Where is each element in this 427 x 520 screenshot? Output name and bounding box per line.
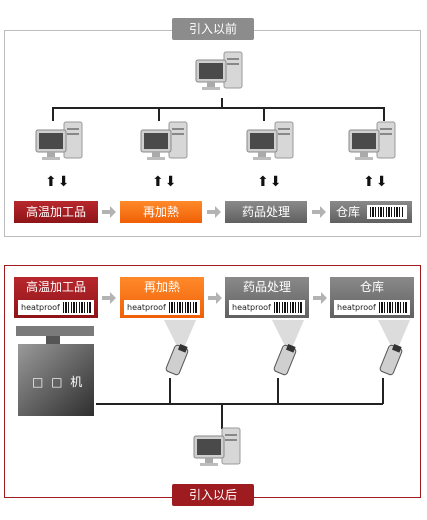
heatproof-tag: heatproof	[334, 300, 410, 315]
chevron-right-icon	[102, 206, 116, 218]
connector-line	[277, 378, 279, 404]
connector-line	[96, 403, 383, 405]
barcode-icon	[379, 302, 407, 313]
connector-line	[383, 107, 385, 121]
step-chemical: 药品处理	[225, 201, 307, 223]
chevron-right-icon	[208, 292, 222, 304]
step-warehouse-tagged: 仓库 heatproof	[330, 277, 414, 318]
connector-line	[221, 98, 223, 108]
step-warehouse-label: 仓库	[336, 205, 361, 219]
chevron-right-icon	[207, 206, 221, 218]
step-chemical-tagged: 药品处理 heatproof	[225, 277, 309, 318]
up-down-arrows-icon: ⬆⬇	[45, 174, 71, 190]
step-label: 再加熱	[143, 280, 180, 294]
step-high-temp-tagged: 高温加工品 heatproof	[14, 277, 98, 318]
computer-icon	[193, 427, 241, 466]
step-high-temp: 高温加工品	[14, 201, 98, 223]
chevron-right-icon	[312, 206, 326, 218]
step-label: 药品处理	[242, 280, 291, 294]
connector-line	[52, 107, 54, 121]
step-label: 仓库	[359, 280, 384, 294]
connector-line	[263, 107, 265, 121]
computer-icon	[348, 121, 396, 160]
up-down-arrows-icon: ⬆⬇	[152, 174, 178, 190]
connector-line	[221, 403, 223, 429]
computer-icon	[246, 121, 294, 160]
heatproof-tag: heatproof	[18, 300, 94, 315]
connector-line	[52, 107, 383, 109]
chevron-right-icon	[102, 292, 116, 304]
heatproof-tag: heatproof	[229, 300, 305, 315]
tag-text: heatproof	[232, 303, 271, 312]
computer-icon	[35, 121, 83, 160]
tag-text: heatproof	[21, 303, 60, 312]
step-reheat-tagged: 再加熱 heatproof	[120, 277, 204, 318]
barcode-icon	[367, 205, 407, 219]
heatproof-tag: heatproof	[124, 300, 200, 315]
connector-line	[382, 378, 384, 404]
barcode-scanner-icon	[164, 320, 196, 376]
connector-line	[158, 107, 160, 121]
step-label: 高温加工品	[25, 280, 86, 294]
before-tab: 引入以前	[172, 18, 254, 40]
chevron-right-icon	[313, 292, 327, 304]
barcode-icon	[63, 302, 91, 313]
printer-machine-icon	[16, 326, 94, 416]
computer-icon	[140, 121, 188, 160]
step-reheat: 再加熱	[120, 201, 202, 223]
barcode-scanner-icon	[378, 320, 410, 376]
after-tab: 引入以后	[172, 484, 254, 506]
connector-line	[169, 378, 171, 404]
computer-icon	[195, 51, 243, 90]
barcode-icon	[274, 302, 302, 313]
barcode-scanner-icon	[272, 320, 304, 376]
machine-label: □ □ 机	[32, 375, 85, 389]
tag-text: heatproof	[337, 303, 376, 312]
up-down-arrows-icon: ⬆⬇	[257, 174, 283, 190]
tag-text: heatproof	[127, 303, 166, 312]
barcode-icon	[169, 302, 197, 313]
up-down-arrows-icon: ⬆⬇	[363, 174, 389, 190]
step-warehouse: 仓库	[330, 201, 412, 223]
